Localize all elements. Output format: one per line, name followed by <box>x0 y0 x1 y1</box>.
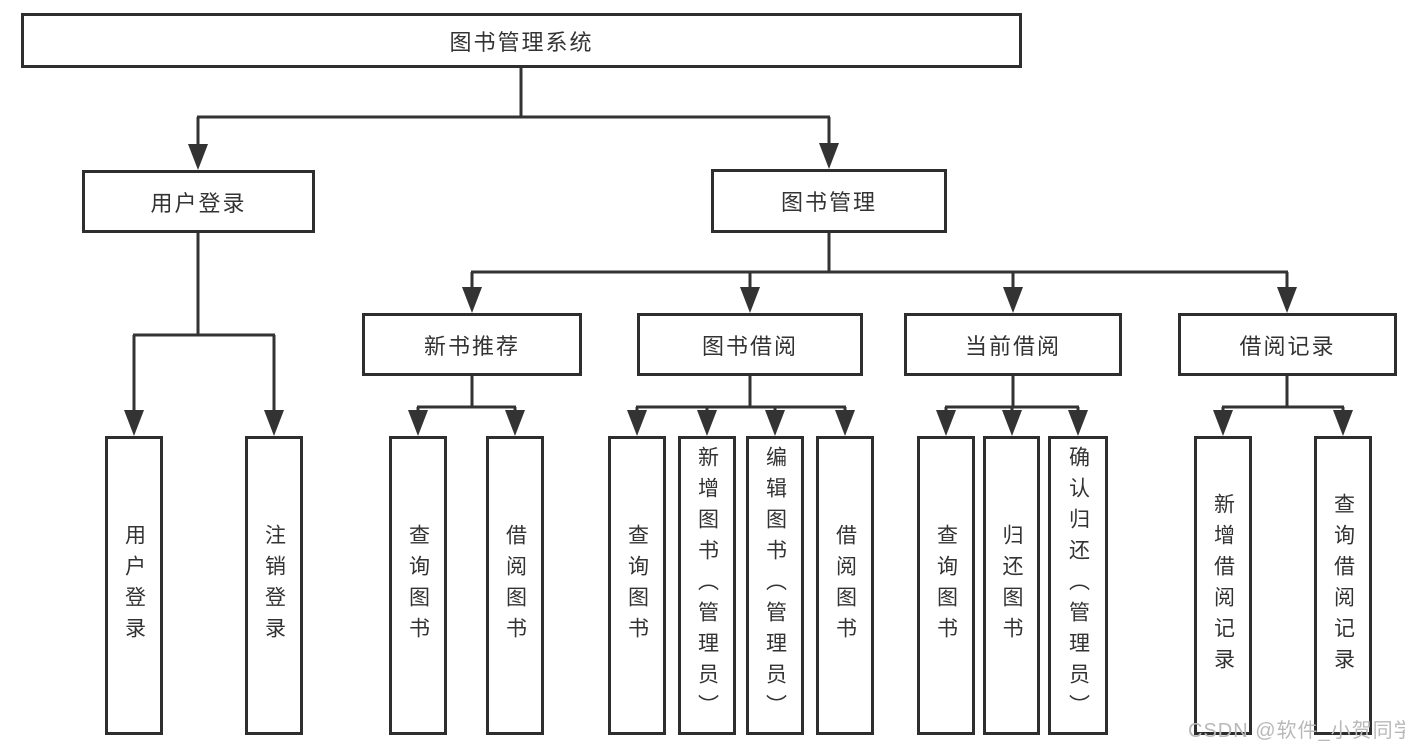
connector-root-to-level2 <box>188 66 839 170</box>
node-system-root: 图书管理系统 <box>21 13 1022 68</box>
leaf-query-books-2: 查询图书 <box>608 436 666 735</box>
leaf-edit-book-admin: 编辑图书（管理员） <box>746 436 804 735</box>
connector-current-borrow-branch <box>936 374 1088 436</box>
leaf-add-book-admin: 新增图书（管理员） <box>678 436 736 735</box>
leaf-borrow-books-1: 借阅图书 <box>486 436 544 735</box>
node-book-borrow: 图书借阅 <box>637 313 863 376</box>
node-new-book-recommend: 新书推荐 <box>362 313 582 376</box>
node-borrow-records: 借阅记录 <box>1178 313 1397 376</box>
connector-borrow-records-branch <box>1213 374 1353 436</box>
connector-user-login-branch <box>124 231 284 436</box>
leaf-query-books-1: 查询图书 <box>389 436 447 735</box>
node-user-login: 用户登录 <box>82 170 315 233</box>
leaf-query-borrow-record: 查询借阅记录 <box>1314 436 1372 735</box>
node-current-borrow: 当前借阅 <box>904 313 1122 376</box>
node-book-management: 图书管理 <box>711 169 947 233</box>
leaf-logout: 注销登录 <box>245 436 303 735</box>
leaf-borrow-books-2: 借阅图书 <box>816 436 874 735</box>
leaf-add-borrow-record: 新增借阅记录 <box>1194 436 1252 735</box>
leaf-confirm-return-admin: 确认归还（管理员） <box>1048 436 1108 735</box>
leaf-user-login: 用户登录 <box>105 436 163 735</box>
connector-new-books-branch <box>408 374 525 436</box>
csdn-watermark: CSDN @软件_小贺同学 <box>1188 720 1405 742</box>
leaf-return-book: 归还图书 <box>983 436 1040 735</box>
connector-book-borrow-branch <box>627 374 855 436</box>
connector-book-mgmt-to-level3 <box>462 231 1297 313</box>
leaf-query-books-3: 查询图书 <box>917 436 975 735</box>
